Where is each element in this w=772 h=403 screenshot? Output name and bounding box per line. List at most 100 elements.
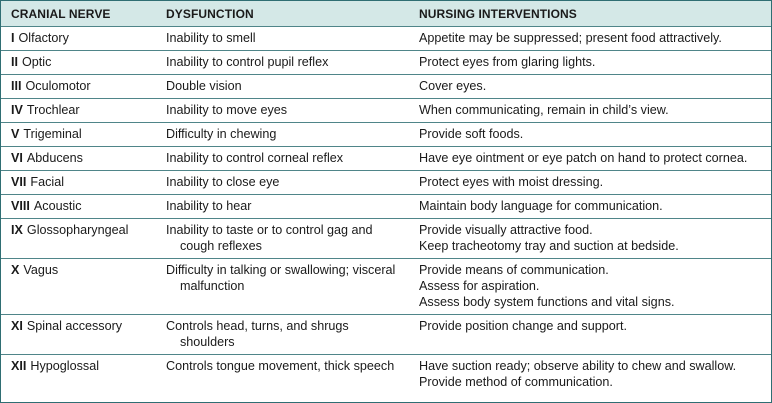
- dysfunction-text: Inability to hear: [166, 199, 252, 213]
- nerve-number: X: [11, 263, 20, 277]
- nerve-name: Olfactory: [18, 31, 69, 45]
- dysfunction-text: Controls tongue movement, thick speech: [166, 359, 395, 373]
- nerve-name: Vagus: [23, 263, 59, 277]
- intervention-line: Protect eyes with moist dressing.: [419, 175, 604, 189]
- dysfunction-text: Double vision: [166, 79, 242, 93]
- nerve-number: XII: [11, 359, 27, 373]
- interventions-cell: Protect eyes from glaring lights.: [409, 50, 771, 75]
- intervention-line: Have eye ointment or eye patch on hand t…: [419, 151, 748, 165]
- nerve-name: Spinal accessory: [26, 319, 123, 333]
- nerve-name: Glossopharyngeal: [26, 223, 129, 237]
- dysfunction-cell: Inability to close eye: [156, 170, 409, 195]
- dysfunction-text: Inability to move eyes: [166, 103, 288, 117]
- header-cranial-nerve: CRANIAL NERVE: [1, 1, 156, 27]
- interventions-cell: Cover eyes.: [409, 74, 771, 99]
- header-row: CRANIAL NERVE DYSFUNCTION NURSING INTERV…: [1, 1, 771, 27]
- dysfunction-cell: Inability to move eyes: [156, 98, 409, 123]
- intervention-line: Provide visually attractive food.: [419, 223, 593, 237]
- dysfunction-cell: Inability to control pupil reflex: [156, 50, 409, 75]
- intervention-line: Cover eyes.: [419, 79, 487, 93]
- interventions-cell: Have eye ointment or eye patch on hand t…: [409, 146, 771, 171]
- nerve-number: VI: [11, 151, 23, 165]
- dysfunction-cell: Inability to smell: [156, 26, 409, 51]
- nerve-number: VIII: [11, 199, 30, 213]
- cranial-nerve-table: CRANIAL NERVE DYSFUNCTION NURSING INTERV…: [1, 1, 771, 394]
- nerve-name: Facial: [30, 175, 64, 189]
- interventions-cell: Provide visually attractive food.Keep tr…: [409, 218, 771, 259]
- dysfunction-text: Difficulty in talking or swallowing; vis…: [166, 263, 396, 293]
- interventions-cell: Protect eyes with moist dressing.: [409, 170, 771, 195]
- intervention-line: Appetite may be suppressed; present food…: [419, 31, 722, 45]
- intervention-line: Have suction ready; observe ability to c…: [419, 359, 737, 373]
- dysfunction-cell: Double vision: [156, 74, 409, 99]
- interventions-cell: Provide means of communication. Assess fo…: [409, 258, 771, 315]
- dysfunction-text: Difficulty in chewing: [166, 127, 277, 141]
- table-row: II Optic Inability to control pupil reflex…: [1, 50, 771, 75]
- dysfunction-cell: Inability to hear: [156, 194, 409, 219]
- dysfunction-cell: Difficulty in talking or swallowing; vis…: [156, 258, 409, 315]
- intervention-line: Provide method of communication.: [419, 375, 613, 389]
- cranial-nerve-cell: II Optic: [1, 50, 156, 75]
- intervention-line: Provide position change and support.: [419, 319, 627, 333]
- header-nursing-interventions: NURSING INTERVENTIONS: [409, 1, 771, 27]
- interventions-cell: When communicating, remain in child’s vi…: [409, 98, 771, 123]
- dysfunction-text: Controls head, turns, and shrugs shoulde…: [166, 319, 349, 349]
- nerve-number: III: [11, 79, 22, 93]
- dysfunction-cell: Controls tongue movement, thick speech: [156, 355, 409, 395]
- nerve-number: VII: [11, 175, 27, 189]
- nerve-number: II: [11, 55, 18, 69]
- nerve-number: IX: [11, 223, 23, 237]
- interventions-cell: Maintain body language for communication…: [409, 194, 771, 219]
- intervention-line: Protect eyes from glaring lights.: [419, 55, 596, 69]
- nerve-name: Abducens: [26, 151, 83, 165]
- dysfunction-cell: Difficulty in chewing: [156, 122, 409, 147]
- interventions-cell: Provide position change and support.: [409, 314, 771, 355]
- intervention-line: Assess for aspiration.: [419, 279, 540, 293]
- dysfunction-cell: Controls head, turns, and shrugs shoulde…: [156, 314, 409, 355]
- intervention-line: Provide soft foods.: [419, 127, 524, 141]
- nerve-name: Optic: [22, 55, 52, 69]
- nerve-name: Trigeminal: [23, 127, 82, 141]
- dysfunction-cell: Inability to control corneal reflex: [156, 146, 409, 171]
- intervention-line: Provide means of communication.: [419, 263, 609, 277]
- nerve-number: XI: [11, 319, 23, 333]
- dysfunction-text: Inability to close eye: [166, 175, 280, 189]
- intervention-line: When communicating, remain in child’s vi…: [419, 103, 669, 117]
- nerve-number: I: [11, 31, 15, 45]
- dysfunction-text: Inability to taste or to control gag and…: [166, 223, 373, 253]
- dysfunction-cell: Inability to taste or to control gag and…: [156, 218, 409, 259]
- dysfunction-text: Inability to smell: [166, 31, 256, 45]
- interventions-cell: Have suction ready; observe ability to c…: [409, 355, 771, 395]
- nerve-name: Trochlear: [26, 103, 80, 117]
- nerve-name: Acoustic: [33, 199, 82, 213]
- interventions-cell: Appetite may be suppressed; present food…: [409, 26, 771, 51]
- intervention-line: Maintain body language for communication…: [419, 199, 663, 213]
- intervention-line: Assess body system functions and vital s…: [419, 295, 675, 309]
- nerve-name: Hypoglossal: [30, 359, 100, 373]
- nerve-number: V: [11, 127, 20, 141]
- nerve-number: IV: [11, 103, 23, 117]
- nerve-name: Oculomotor: [25, 79, 91, 93]
- dysfunction-text: Inability to control pupil reflex: [166, 55, 329, 69]
